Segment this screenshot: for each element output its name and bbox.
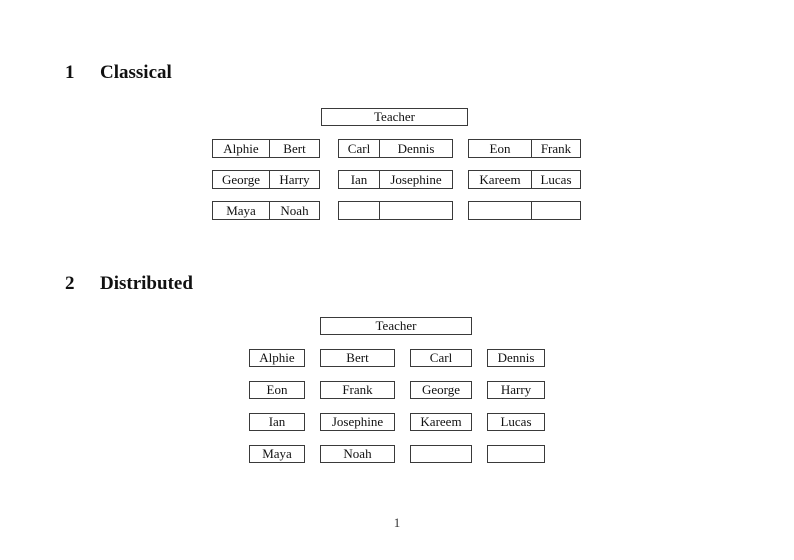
- seat-cell: Frank: [540, 140, 572, 156]
- distributed-desk: George: [410, 381, 472, 399]
- seat-cell: Ian: [268, 414, 286, 429]
- section-title: Distributed: [100, 273, 193, 294]
- distributed-desk: Kareem: [410, 413, 472, 431]
- classical-teacher-box: Teacher: [321, 108, 468, 126]
- section-title: Classical: [100, 62, 172, 83]
- seat-cell: Josephine: [331, 414, 384, 429]
- seat-cell: Noah: [343, 446, 372, 461]
- seat-cell: Kareem: [469, 171, 532, 188]
- distributed-desk: Noah: [320, 445, 395, 463]
- distributed-desk: Dennis: [487, 349, 545, 367]
- classical-desk: Carl Dennis: [338, 139, 453, 158]
- seat-cell: Dennis: [497, 350, 535, 365]
- seat-cell: Eon: [469, 140, 532, 157]
- seat-cell: Maya: [213, 202, 270, 219]
- seat-cell: Kareem: [420, 414, 462, 429]
- distributed-desk: Lucas: [487, 413, 545, 431]
- seat-cell-empty: [469, 202, 532, 219]
- section-heading-distributed: 2 Distributed: [65, 273, 193, 295]
- seat-cell: Josephine: [390, 171, 442, 187]
- seat-cell-empty: [532, 202, 580, 219]
- distributed-desk: Carl: [410, 349, 472, 367]
- teacher-label: Teacher: [375, 318, 417, 333]
- section-number: 1: [65, 62, 75, 83]
- distributed-teacher-box: Teacher: [320, 317, 472, 335]
- classical-desk-empty: [468, 201, 581, 220]
- classical-desk: Ian Josephine: [338, 170, 453, 189]
- seat-cell: Ian: [339, 171, 380, 188]
- seat-cell: Dennis: [397, 140, 435, 156]
- seat-cell: Bert: [283, 140, 306, 156]
- classical-desk: Alphie Bert: [212, 139, 320, 158]
- seat-cell: George: [213, 171, 270, 188]
- seat-cell: Lucas: [540, 171, 572, 187]
- distributed-desk: Eon: [249, 381, 305, 399]
- classical-desk-empty: [338, 201, 453, 220]
- seat-cell: Noah: [280, 202, 309, 218]
- distributed-desk-empty: [487, 445, 545, 463]
- seat-cell: Frank: [342, 382, 373, 397]
- seat-cell: Harry: [500, 382, 532, 397]
- classical-desk: Eon Frank: [468, 139, 581, 158]
- page-number: 1: [393, 515, 401, 530]
- seat-cell: Eon: [266, 382, 288, 397]
- seat-cell: Carl: [429, 350, 453, 365]
- teacher-label: Teacher: [374, 109, 415, 124]
- distributed-desk: Frank: [320, 381, 395, 399]
- section-heading-classical: 1 Classical: [65, 62, 172, 84]
- distributed-desk: Josephine: [320, 413, 395, 431]
- seat-cell: Bert: [346, 350, 369, 365]
- seat-cell: Alphie: [213, 140, 270, 157]
- seat-cell: Maya: [262, 446, 292, 461]
- seat-cell-empty: [380, 202, 452, 219]
- seat-cell: Alphie: [259, 350, 295, 365]
- classical-desk: Maya Noah: [212, 201, 320, 220]
- seat-cell: George: [421, 382, 461, 397]
- classical-desk: George Harry: [212, 170, 320, 189]
- distributed-desk: Maya: [249, 445, 305, 463]
- seat-cell-empty: [339, 202, 380, 219]
- distributed-desk: Alphie: [249, 349, 305, 367]
- distributed-desk: Ian: [249, 413, 305, 431]
- distributed-desk: Harry: [487, 381, 545, 399]
- distributed-desk-empty: [410, 445, 472, 463]
- classical-desk: Kareem Lucas: [468, 170, 581, 189]
- seat-cell: Lucas: [500, 414, 532, 429]
- section-number: 2: [65, 273, 75, 294]
- distributed-desk: Bert: [320, 349, 395, 367]
- seat-cell: Harry: [279, 171, 310, 187]
- seat-cell: Carl: [339, 140, 380, 157]
